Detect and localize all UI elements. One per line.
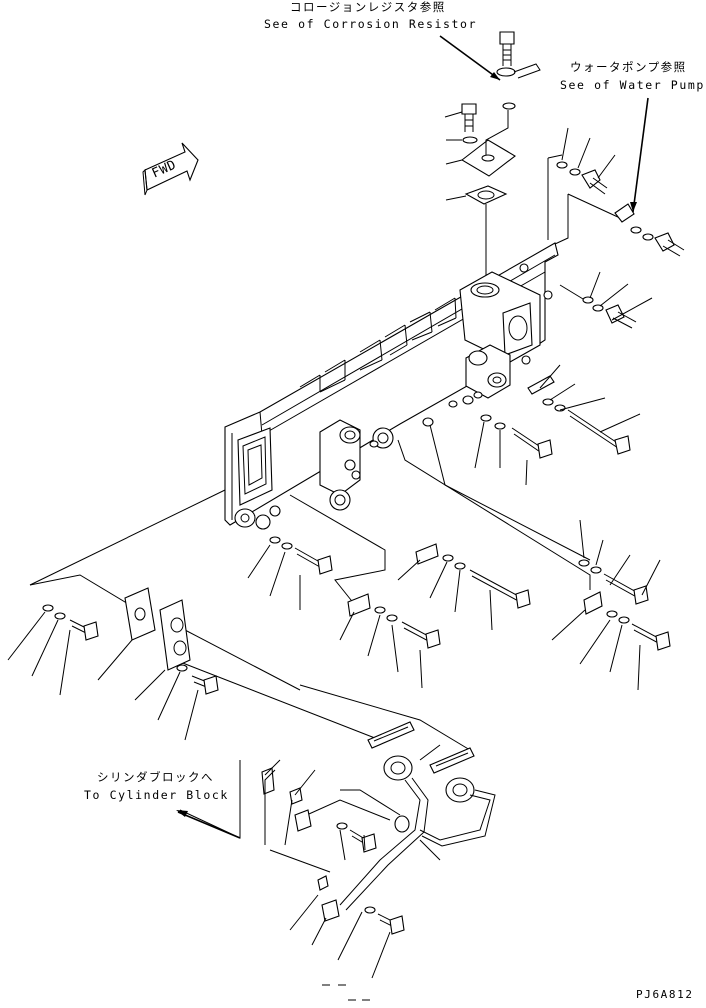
bolt-kit-right-top bbox=[556, 127, 616, 195]
cover-plates bbox=[97, 587, 219, 741]
cylinder-block-label-en: To Cylinder Block bbox=[84, 788, 229, 802]
sensor-harness bbox=[176, 721, 496, 979]
bolt-kit-right-mid bbox=[582, 271, 653, 329]
page-marks bbox=[322, 984, 370, 1001]
bolt-kit-thermostat bbox=[527, 364, 641, 455]
bolt-kit-left-bottom bbox=[247, 536, 333, 610]
water-pump-label-en: See of Water Pump bbox=[560, 78, 705, 92]
bolt-kit-clip-left bbox=[339, 593, 441, 689]
bolt-kit-center-right bbox=[474, 414, 553, 486]
bolt-kit-clip-right bbox=[551, 519, 671, 691]
cylinder-block-label-jp: シリンダブロックへ bbox=[97, 770, 214, 784]
corrosion-resistor-label-jp: コロージョンレジスタ参照 bbox=[290, 0, 446, 14]
water-manifold-body bbox=[224, 242, 559, 530]
bolt-kit-far-left bbox=[7, 604, 99, 696]
bolt-kit-clip-center bbox=[397, 543, 531, 631]
top-bolt-group bbox=[461, 31, 541, 282]
corrosion-resistor-label-en: See of Corrosion Resistor bbox=[264, 17, 478, 31]
drawing-code: PJ6A812 bbox=[636, 988, 694, 1001]
fwd-arrow-icon bbox=[142, 142, 199, 196]
water-pump-label-jp: ウォータポンプ参照 bbox=[570, 60, 687, 74]
leader-lines-top bbox=[439, 35, 501, 201]
bolt-kit-water-pump bbox=[614, 97, 685, 257]
